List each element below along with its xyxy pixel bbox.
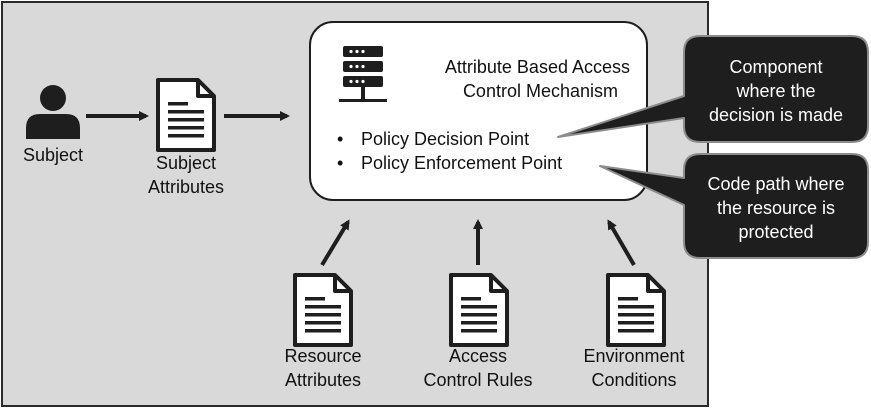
server-icon <box>339 46 387 102</box>
bullet-marker: • <box>337 153 344 173</box>
callout-enforcement-line3: protected <box>738 222 814 242</box>
callout-enforcement-line2: the resource is <box>716 198 836 218</box>
callout-decision <box>557 35 869 143</box>
callout-enforcement-line1: Code path where <box>707 174 845 194</box>
callout-decision-line1: Component <box>729 57 823 77</box>
mechanism-title-line1: Attribute Based Access <box>444 57 630 77</box>
pep-label: Policy Enforcement Point <box>361 153 563 173</box>
access-control-rules-label-line2: Control Rules <box>423 370 533 390</box>
bullet-marker: • <box>337 129 344 149</box>
arrow-conditions-to-mechanism <box>607 219 636 267</box>
resource-attributes-document-icon <box>293 273 353 347</box>
subject-attributes-label-line2: Attributes <box>147 177 225 197</box>
subject-attributes-label-line1: Subject <box>155 153 217 173</box>
access-control-rules-label-line1: Access <box>448 346 508 366</box>
environment-conditions-document-icon <box>606 273 666 347</box>
subject-attributes-document-icon <box>156 78 216 152</box>
resource-attributes-label-line2: Attributes <box>284 370 362 390</box>
arrow-resource-to-mechanism <box>320 219 350 267</box>
environment-conditions-label-line1: Environment <box>583 346 685 366</box>
person-icon <box>26 85 80 139</box>
pdp-label: Policy Decision Point <box>361 129 530 149</box>
subject-label: Subject <box>22 145 84 165</box>
mechanism-title-line2: Control Mechanism <box>462 81 618 101</box>
callout-decision-line2: where the <box>736 81 816 101</box>
callout-enforcement <box>599 153 869 259</box>
access-control-rules-document-icon <box>449 273 509 347</box>
bullet-item-pep: • Policy Enforcement Point <box>337 151 562 175</box>
environment-conditions-label-line2: Conditions <box>591 370 677 390</box>
bullet-item-pdp: • Policy Decision Point <box>337 127 529 151</box>
callout-decision-line3: decision is made <box>708 105 844 125</box>
resource-attributes-label-line1: Resource <box>284 346 362 366</box>
